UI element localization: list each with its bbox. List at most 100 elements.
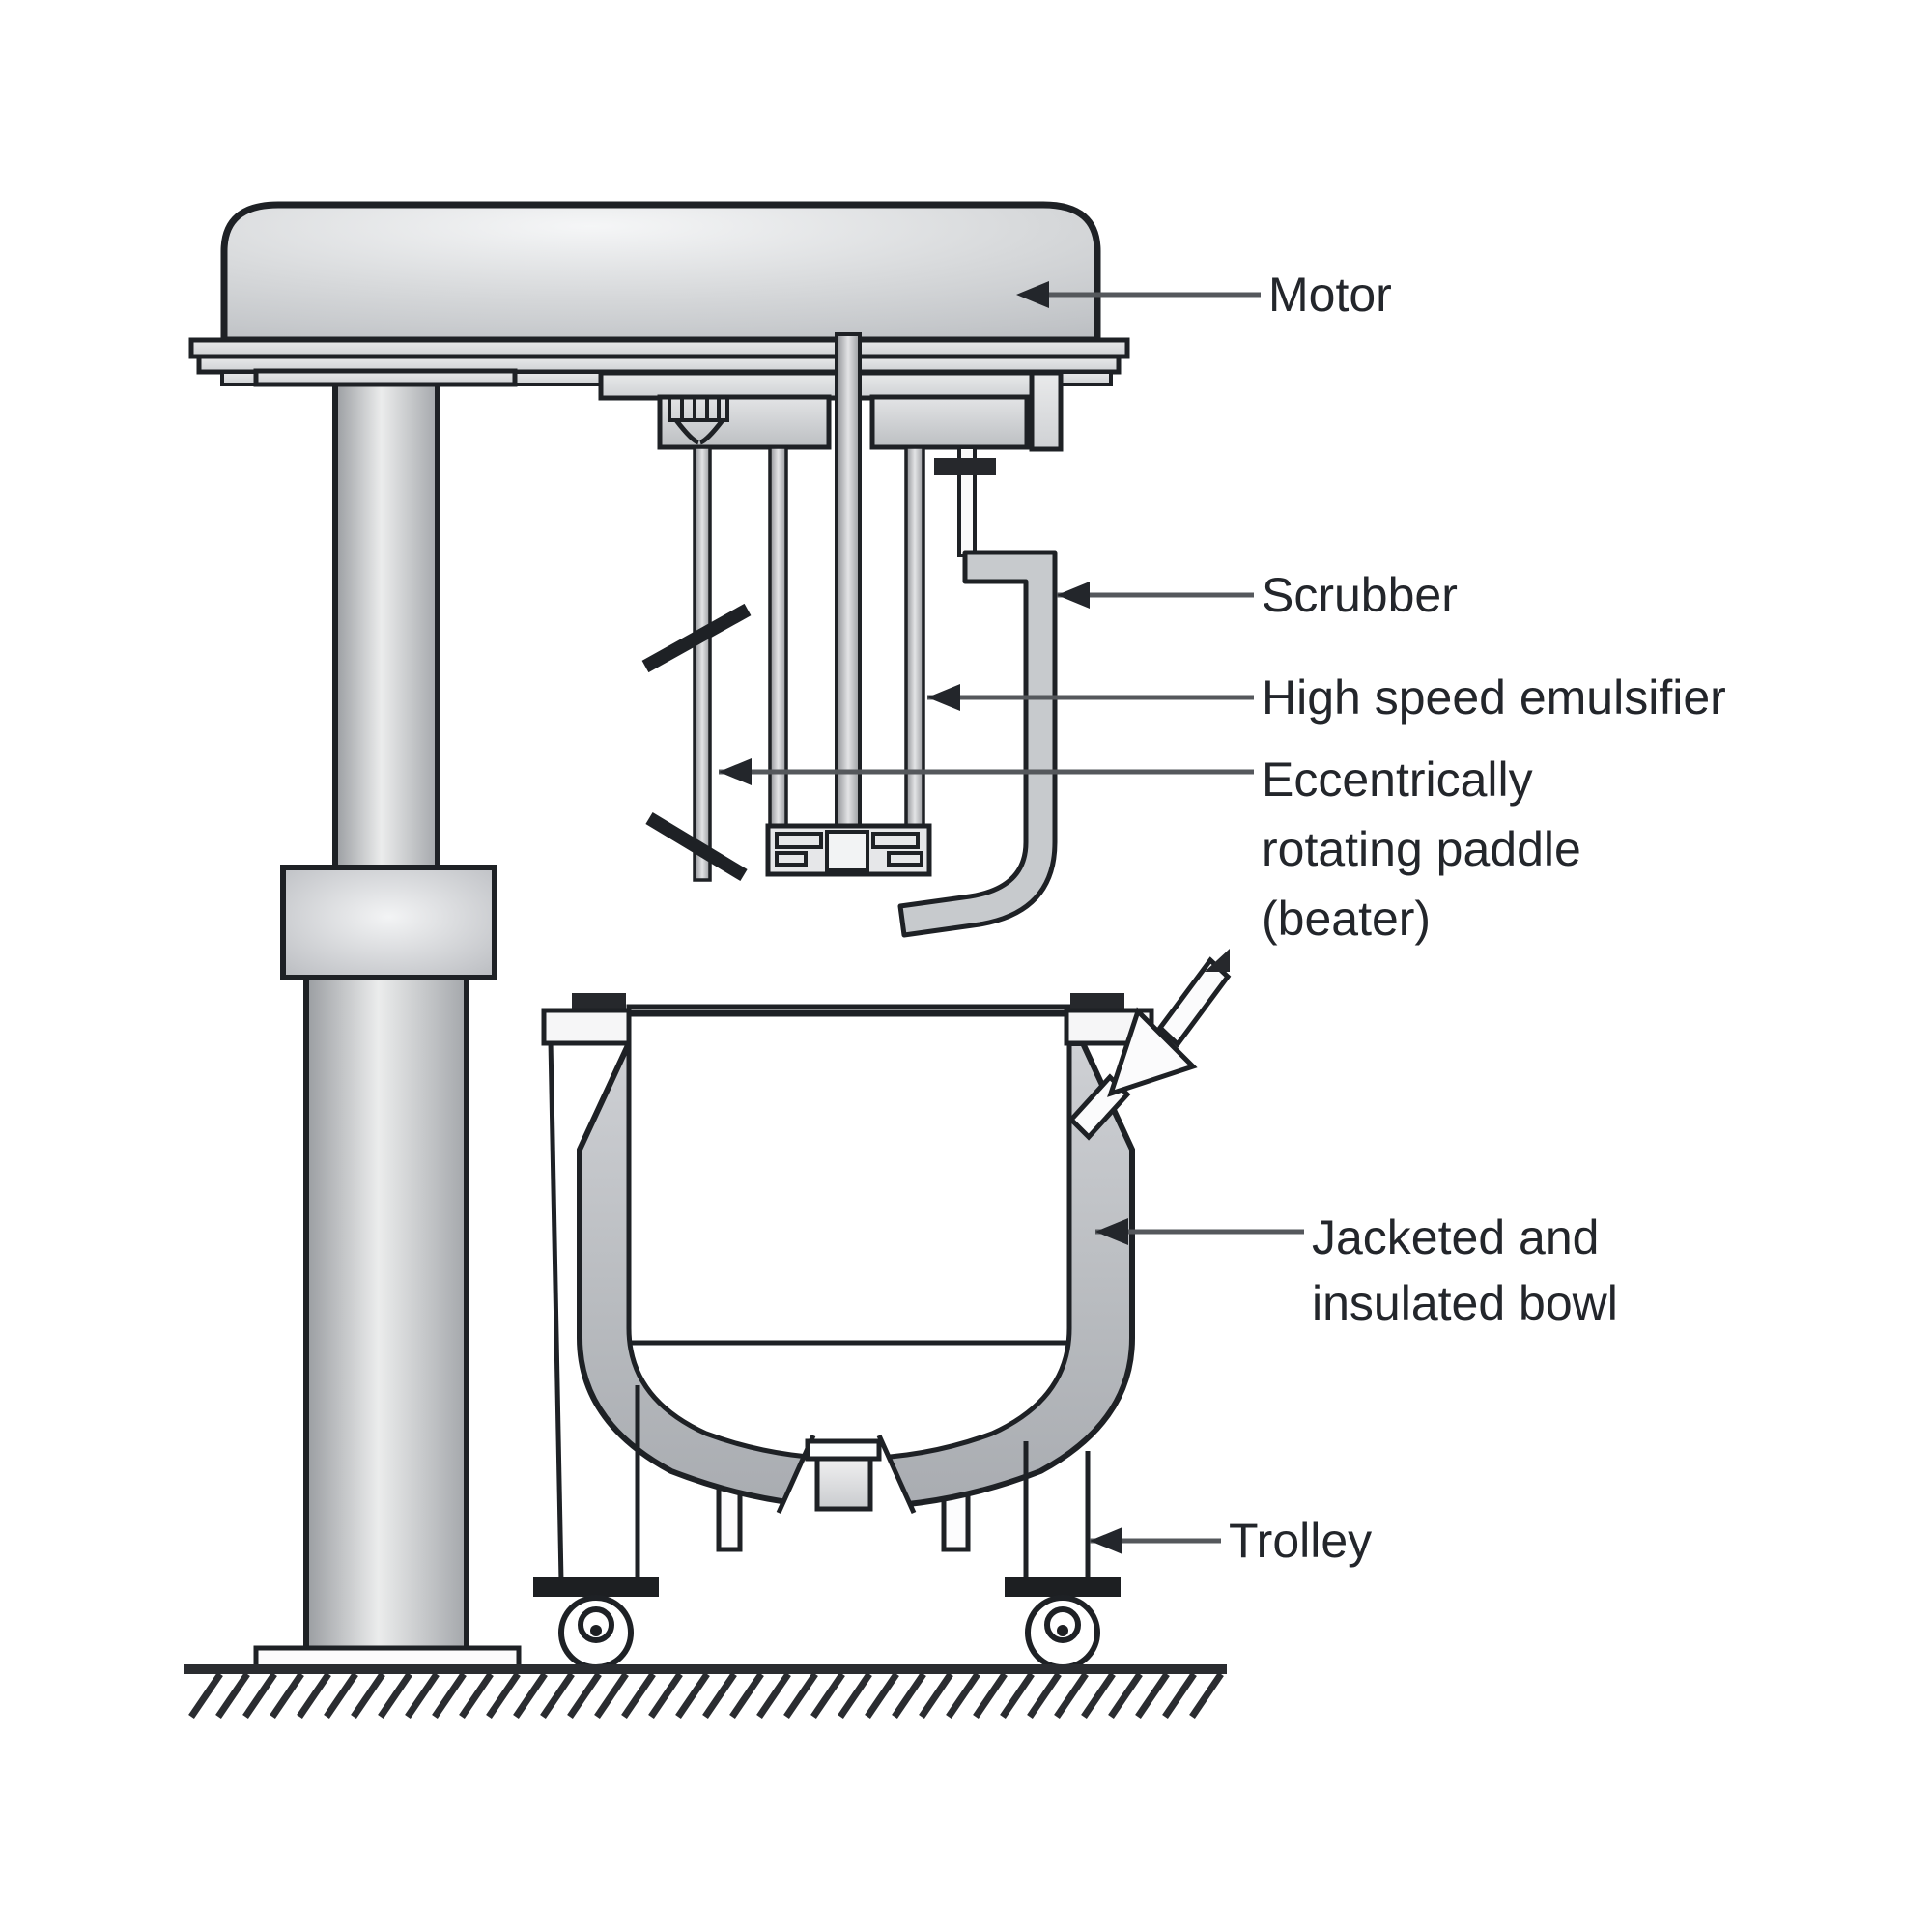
- label-jacketed-bowl-line1: Jacketed and: [1312, 1210, 1600, 1264]
- ground-hatch-stroke: [865, 1672, 899, 1719]
- ground-hatch-stroke: [946, 1672, 980, 1719]
- lower-column: [303, 971, 469, 1653]
- hanger-plate: [598, 370, 1037, 401]
- spout-end-cap: [1205, 949, 1230, 972]
- axle-bar-right: [1005, 1577, 1121, 1597]
- drive-shaft: [835, 332, 862, 833]
- bowl-arrowhead: [1095, 1218, 1128, 1245]
- hanger-end-bracket: [1029, 370, 1064, 452]
- trolley-frame: [533, 1385, 1121, 1670]
- coupling-box: [668, 395, 729, 422]
- scrubber-collar: [934, 458, 996, 475]
- scrubber-arrowhead: [1057, 582, 1090, 609]
- label-motor: Motor: [1268, 268, 1392, 322]
- label-scrubber-text: Scrubber: [1262, 568, 1458, 622]
- label-high-speed-emulsifier: High speed emulsifier: [1262, 670, 1726, 724]
- ground-hatch-stroke: [1189, 1672, 1224, 1719]
- trolley-arrowhead: [1090, 1527, 1122, 1554]
- gear-housings: [657, 394, 1030, 450]
- spout-arrow-head: [1107, 1007, 1198, 1097]
- ground-hatch-stroke: [324, 1672, 358, 1719]
- drain-notch-cut: [876, 1434, 917, 1515]
- ground-hatch-stroke: [1108, 1672, 1143, 1719]
- label-eccentric-paddle-line2: rotating paddle: [1262, 822, 1581, 876]
- ground-hatch-stroke: [919, 1672, 953, 1719]
- ground-hatch-stroke: [1000, 1672, 1035, 1719]
- ground-hatch-stroke: [270, 1672, 304, 1719]
- ground: [184, 1664, 1227, 1719]
- ground-hatch-stroke: [1135, 1672, 1170, 1719]
- mount-plate-top: [188, 337, 1130, 359]
- caster-wheel-right: [1025, 1595, 1100, 1670]
- ground-hatch-stroke: [215, 1672, 250, 1719]
- paddle-shaft: [693, 445, 712, 882]
- emulsifier-arrowhead: [927, 684, 960, 711]
- paddle-arrowhead: [719, 758, 752, 785]
- ground-hatch-stroke: [648, 1672, 683, 1719]
- ground-hatch-stroke: [1081, 1672, 1116, 1719]
- label-jacketed-bowl-line2: insulated bowl: [1312, 1276, 1618, 1330]
- emulsifier-head-slot: [775, 832, 823, 849]
- ground-hatch-stroke: [756, 1672, 791, 1719]
- label-scrubber: Scrubber: [1262, 568, 1458, 622]
- scrubber-arm: [897, 445, 1058, 938]
- ground-line: [184, 1664, 1227, 1674]
- ground-hatch-stroke: [838, 1672, 872, 1719]
- emulsifier-head-slot: [871, 832, 920, 849]
- label-trolley: Trolley: [1229, 1514, 1372, 1568]
- mixing-shafts: [641, 332, 932, 882]
- right-gear-housing: [869, 394, 1030, 450]
- label-motor-text: Motor: [1268, 268, 1392, 322]
- ground-hatch-stroke: [486, 1672, 521, 1719]
- column-bracket: [253, 368, 518, 387]
- ground-hatch-stroke: [973, 1672, 1008, 1719]
- motor-assembly: [188, 201, 1130, 452]
- column-collar: [280, 865, 497, 980]
- caster-wheel-left: [558, 1595, 634, 1670]
- rim-lug-tab-left: [572, 993, 626, 1012]
- emulsifier-head-slot: [775, 851, 808, 867]
- ground-hatch-stroke: [351, 1672, 385, 1719]
- ground-hatch-stroke: [783, 1672, 818, 1719]
- emulsifier-head-slot: [887, 851, 923, 867]
- ground-hatch-stroke: [405, 1672, 440, 1719]
- ground-hatch-stroke: [729, 1672, 764, 1719]
- paddle-blade-lower: [645, 812, 748, 881]
- label-eccentric-paddle-line3: (beater): [1262, 892, 1432, 946]
- motor-arrowhead: [1016, 281, 1049, 308]
- label-eccentric-paddle: Eccentrically rotating paddle (beater): [1262, 745, 1581, 953]
- ground-hatch-stroke: [1054, 1672, 1089, 1719]
- ground-hatching: [188, 1672, 1224, 1719]
- coupling-funnel: [674, 418, 724, 445]
- label-high-speed-emulsifier-text: High speed emulsifier: [1262, 670, 1726, 724]
- ground-hatch-stroke: [567, 1672, 602, 1719]
- motor-housing: [220, 201, 1101, 344]
- label-trolley-text: Trolley: [1229, 1514, 1373, 1568]
- ground-hatch-stroke: [459, 1672, 494, 1719]
- ground-hatch-stroke: [810, 1672, 845, 1719]
- rim-lug-left: [541, 1008, 632, 1046]
- ground-hatch-stroke: [621, 1672, 656, 1719]
- trolley-left-upright: [548, 1040, 564, 1582]
- label-eccentric-paddle-line1: Eccentrically: [1262, 753, 1533, 807]
- jacketed-bowl: [541, 949, 1232, 1517]
- ground-hatch-stroke: [594, 1672, 629, 1719]
- support-column: [253, 377, 522, 1670]
- axle-bar-left: [533, 1577, 659, 1597]
- wheel-hub: [590, 1625, 602, 1636]
- ground-hatch-stroke: [297, 1672, 331, 1719]
- drain-stub: [814, 1456, 873, 1512]
- ground-hatch-stroke: [378, 1672, 412, 1719]
- wheel-hub: [1057, 1625, 1068, 1636]
- ground-hatch-stroke: [675, 1672, 710, 1719]
- emulsifier-head-center: [825, 830, 869, 872]
- paddle-blade-upper: [641, 603, 752, 673]
- ground-hatch-stroke: [1162, 1672, 1197, 1719]
- ground-hatch-stroke: [892, 1672, 926, 1719]
- drain-flange: [805, 1438, 882, 1462]
- scrubber-hook: [897, 550, 1058, 938]
- leader-arrows: [719, 281, 1304, 1554]
- ground-hatch-stroke: [1027, 1672, 1062, 1719]
- ground-hatch-stroke: [540, 1672, 575, 1719]
